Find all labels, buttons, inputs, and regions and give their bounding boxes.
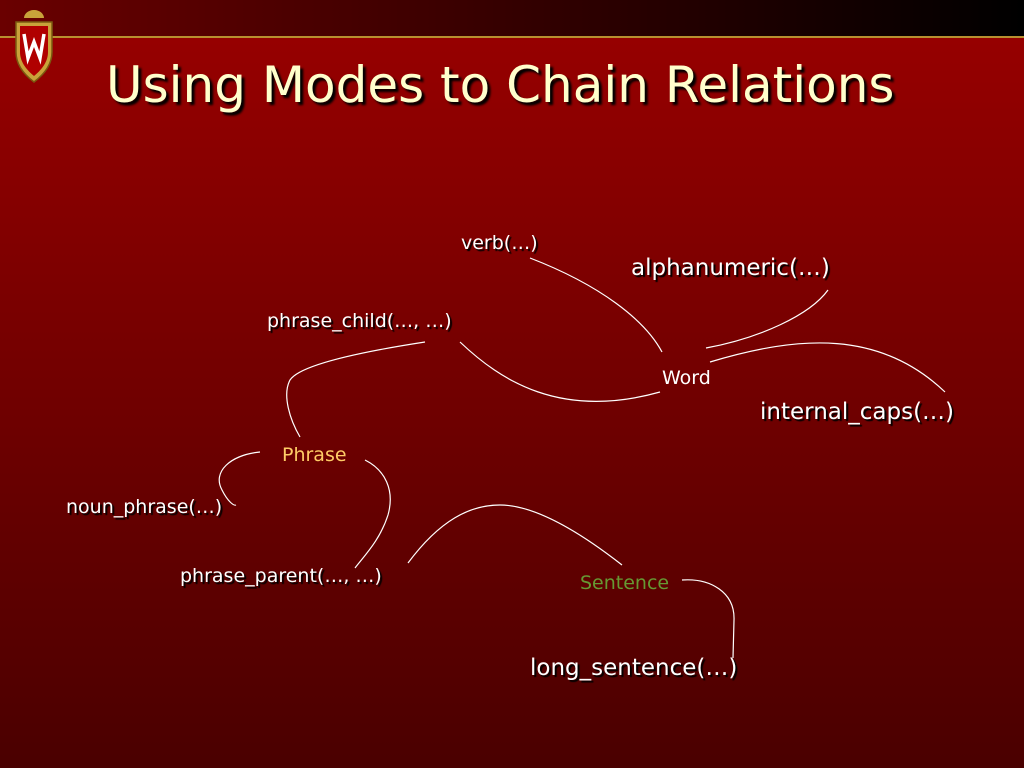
edge-phrase-nounphrase [218,451,261,506]
relation-alphanumeric: alphanumeric(…) [631,255,830,281]
university-crest-icon [15,10,53,83]
edge-verb-word [529,257,663,353]
edge-phraseparent-sentence [407,504,623,566]
node-sentence: Sentence [580,572,670,594]
relation-verb: verb(…) [461,232,538,254]
relation-noun-phrase: noun_phrase(…) [66,496,223,518]
relation-phrase-parent: phrase_parent(…, …) [180,565,382,587]
node-phrase: Phrase [282,444,347,466]
edge-sentence-longsentence [681,579,735,659]
title-bar-rule [0,36,1024,38]
relation-long-sentence: long_sentence(…) [530,655,738,681]
edge-internal-caps-word [709,342,946,393]
title-bar [0,0,1024,36]
relation-phrase-child: phrase_child(…, …) [267,310,452,332]
node-word: Word [662,367,711,389]
relation-internal-caps: internal_caps(…) [760,399,955,425]
edge-phrase-phraseparent [354,459,391,569]
edge-phrasechild-phrase [286,341,426,438]
edge-alphanumeric-word [705,289,829,349]
page-title: Using Modes to Chain Relations [106,56,895,114]
edge-phrasechild-word [459,341,661,402]
